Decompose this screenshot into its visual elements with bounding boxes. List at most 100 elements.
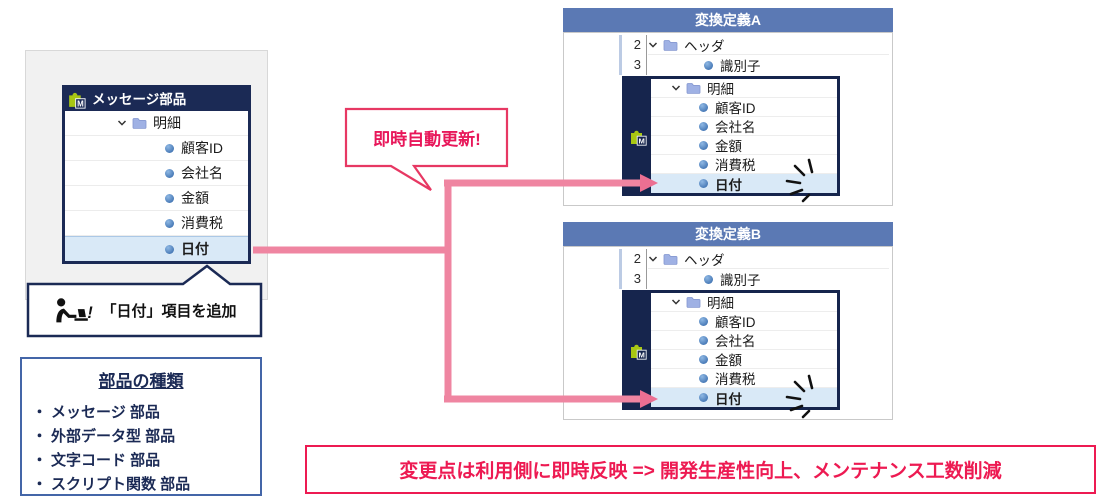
- bullet-icon: [704, 274, 713, 284]
- message-parts-titlebar: M メッセージ部品: [62, 85, 251, 111]
- focus-sidebar: M: [625, 293, 651, 407]
- parts-type-item: ・外部データ型 部品: [32, 425, 260, 449]
- folder-icon: [686, 83, 701, 94]
- panel-b-header: 変換定義B: [563, 222, 893, 246]
- tree-item[interactable]: 金額: [651, 350, 837, 369]
- bullet-icon: [699, 373, 708, 383]
- tree-item-label: 日付: [715, 391, 742, 407]
- tree-folder-row[interactable]: 明細: [651, 293, 837, 312]
- annotation-callout: ! 「日付」項目を追加: [28, 284, 263, 337]
- line-number: 3: [633, 57, 641, 72]
- line-number: 2: [633, 251, 641, 266]
- bullet-icon: [699, 354, 708, 364]
- puzzle-icon: M: [631, 130, 647, 146]
- chevron-down-icon: [648, 41, 658, 48]
- tree-folder-row[interactable]: ヘッダ: [648, 35, 889, 55]
- message-parts-tree: 明細 顧客ID 会社名 金額 消費税 日付: [62, 111, 251, 264]
- panel-b-body: 2 3 ヘッダ 識別子 M 明細 顧客ID: [563, 246, 893, 420]
- tree-item-selected[interactable]: 日付: [651, 174, 837, 193]
- tree-item[interactable]: 消費税: [651, 155, 837, 174]
- tree-item-label: 消費税: [181, 215, 223, 231]
- tree-item[interactable]: 金額: [65, 186, 248, 211]
- tree-item[interactable]: 会社名: [65, 161, 248, 186]
- tree-item[interactable]: 顧客ID: [651, 312, 837, 331]
- folder-icon: [663, 39, 678, 51]
- tree-item[interactable]: 消費税: [651, 369, 837, 388]
- subtree: 明細 顧客ID 会社名 金額 消費税 日付: [651, 293, 837, 407]
- chevron-down-icon: [671, 85, 681, 91]
- tree-folder-label: ヘッダ: [684, 252, 725, 268]
- result-banner-text: 変更点は利用側に即時反映 => 開発生産性向上、メンテナンス工数削減: [399, 461, 1002, 482]
- panel-a-header: 変換定義A: [563, 8, 893, 32]
- folder-icon: [686, 297, 701, 308]
- tree-item[interactable]: 識別子: [648, 269, 889, 289]
- svg-text:!: !: [88, 304, 94, 322]
- tree-folder-label: 明細: [707, 296, 734, 311]
- tree-folder-label: 明細: [153, 115, 181, 131]
- tree-item-label: 日付: [715, 177, 742, 193]
- tree-item-label: 金額: [715, 353, 742, 368]
- bullet-icon: [704, 60, 713, 70]
- parts-type-box: 部品の種類 ・メッセージ 部品 ・外部データ型 部品 ・文字コード 部品 ・スク…: [20, 357, 262, 496]
- bullet-icon: [699, 316, 708, 326]
- tree-item[interactable]: 識別子: [648, 55, 889, 75]
- tree-item-label: 会社名: [181, 165, 223, 181]
- tree-item-label: 識別子: [720, 273, 761, 288]
- chevron-down-icon: [117, 120, 127, 126]
- tree-item[interactable]: 金額: [651, 136, 837, 155]
- line-number-gutter: 2 3: [619, 35, 647, 75]
- tree-item[interactable]: 顧客ID: [65, 136, 248, 161]
- tree-folder-row[interactable]: 明細: [65, 111, 248, 136]
- tree-item[interactable]: 会社名: [651, 117, 837, 136]
- tree-item-selected[interactable]: 日付: [651, 388, 837, 407]
- parts-type-item: ・メッセージ 部品: [32, 401, 260, 425]
- subtree: 明細 顧客ID 会社名 金額 消費税 日付: [651, 79, 837, 193]
- bullet-icon: [699, 179, 708, 188]
- tree-item-label: 顧客ID: [715, 315, 756, 330]
- bullet-icon: [699, 121, 708, 131]
- tree-item-label: 消費税: [715, 158, 756, 173]
- svg-text:M: M: [639, 136, 645, 145]
- tree-folder-row[interactable]: ヘッダ: [648, 249, 889, 269]
- puzzle-icon: M: [69, 92, 86, 109]
- tree-item-label: 金額: [181, 190, 209, 206]
- bullet-icon: [699, 335, 708, 345]
- message-parts-panel: M メッセージ部品 明細 顧客ID 会社名 金額 消費税 日付: [62, 85, 251, 264]
- chevron-down-icon: [671, 299, 681, 305]
- line-number: 3: [633, 271, 641, 286]
- line-number: 2: [633, 37, 641, 52]
- tree-item-label: 会社名: [715, 120, 756, 135]
- bullet-icon: [699, 393, 708, 402]
- bullet-char: ・: [32, 476, 48, 493]
- tree-item[interactable]: 消費税: [65, 211, 248, 236]
- chevron-down-icon: [648, 255, 658, 262]
- tree-item[interactable]: 会社名: [651, 331, 837, 350]
- bubble-text: 即時自動更新!: [373, 130, 481, 149]
- folder-icon: [132, 118, 147, 129]
- tree-item-label: 識別子: [720, 59, 761, 74]
- parts-type-title: 部品の種類: [98, 372, 184, 391]
- panel-a-body: 2 3 ヘッダ 識別子 M 明細 顧客ID: [563, 32, 893, 206]
- result-banner: 変更点は利用側に即時反映 => 開発生産性向上、メンテナンス工数削減: [305, 445, 1096, 494]
- tree-folder-label: ヘッダ: [684, 38, 725, 54]
- svg-text:M: M: [639, 350, 645, 359]
- focus-sidebar: M: [625, 79, 651, 193]
- folder-icon: [663, 253, 678, 265]
- tree-item-label: 顧客ID: [715, 101, 756, 116]
- bullet-icon: [165, 168, 174, 178]
- tree-item-label: 日付: [181, 241, 209, 257]
- tree-item[interactable]: 顧客ID: [651, 98, 837, 117]
- bullet-icon: [699, 159, 708, 169]
- tree-folder-row[interactable]: 明細: [651, 79, 837, 98]
- transform-panel-a: 変換定義A 2 3 ヘッダ 識別子 M 明細: [563, 8, 893, 206]
- tree-item-label: 消費税: [715, 372, 756, 387]
- transform-panel-b: 変換定義B 2 3 ヘッダ 識別子 M 明細: [563, 222, 893, 420]
- bullet-char: ・: [32, 428, 48, 445]
- svg-text:M: M: [77, 99, 84, 108]
- line-number-gutter: 2 3: [619, 249, 647, 289]
- bullet-char: ・: [32, 404, 48, 421]
- focused-subtree-box: M 明細 顧客ID 会社名 金額 消費税 日付: [622, 76, 840, 196]
- parts-type-list: ・メッセージ 部品 ・外部データ型 部品 ・文字コード 部品 ・スクリプト関数 …: [22, 401, 260, 497]
- tree-item-selected[interactable]: 日付: [65, 236, 248, 261]
- tree-folder-label: 明細: [707, 82, 734, 97]
